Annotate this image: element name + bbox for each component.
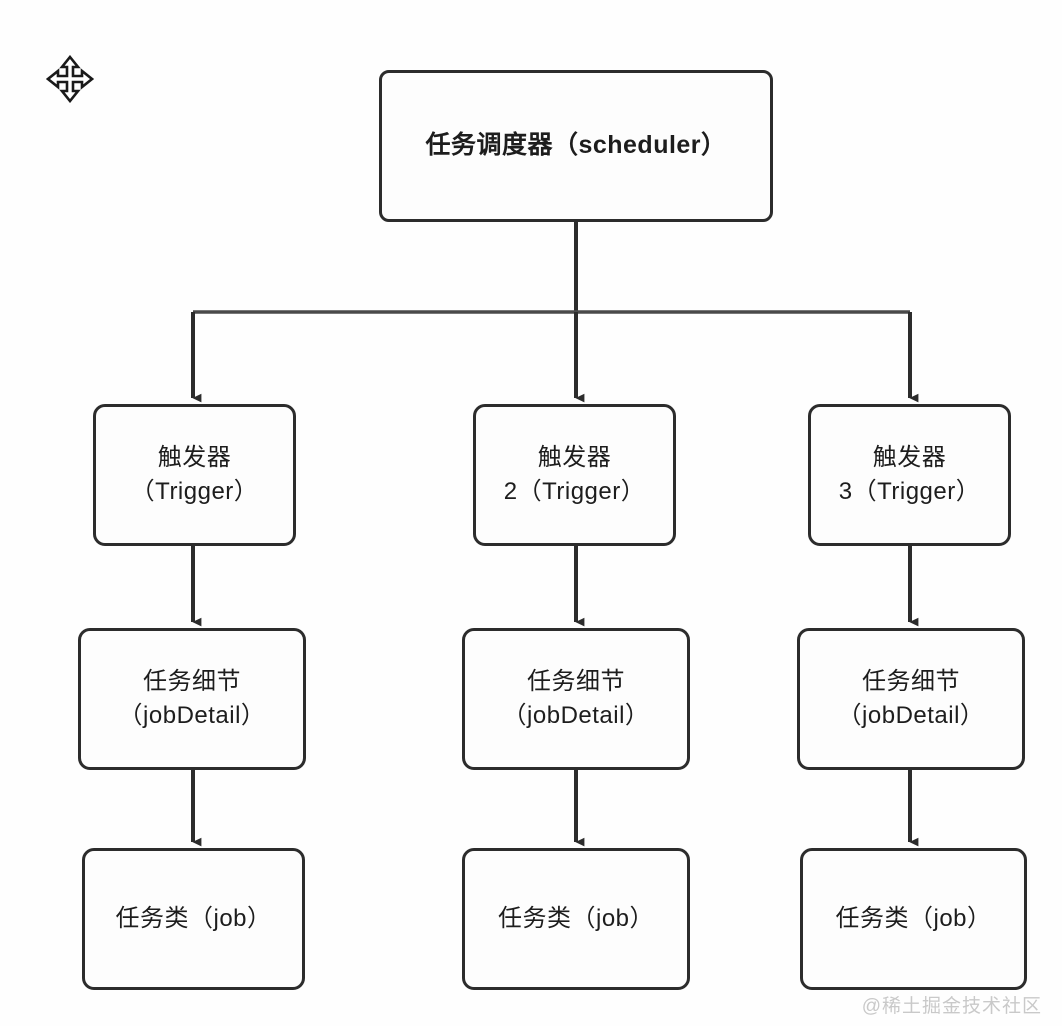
node-jobdetail-3-label: 任务细节 （jobDetail） — [837, 667, 985, 729]
node-trigger-1[interactable]: 触发器 （Trigger） — [93, 404, 296, 546]
node-scheduler-label: 任务调度器（scheduler） — [425, 131, 727, 160]
node-jobdetail-1[interactable]: 任务细节 （jobDetail） — [78, 628, 306, 770]
node-jobdetail-2-label: 任务细节 （jobDetail） — [502, 667, 650, 729]
node-job-1[interactable]: 任务类（job） — [82, 848, 305, 990]
node-job-2[interactable]: 任务类（job） — [462, 848, 690, 990]
node-trigger-3[interactable]: 触发器 3（Trigger） — [808, 404, 1011, 546]
node-trigger-2[interactable]: 触发器 2（Trigger） — [473, 404, 676, 546]
node-trigger-3-label: 触发器 3（Trigger） — [838, 443, 981, 505]
watermark: @稀土掘金技术社区 — [861, 996, 1042, 1017]
node-jobdetail-3[interactable]: 任务细节 （jobDetail） — [797, 628, 1025, 770]
node-trigger-2-label: 触发器 2（Trigger） — [503, 443, 646, 505]
node-jobdetail-2[interactable]: 任务细节 （jobDetail） — [462, 628, 690, 770]
node-job-3-label: 任务类（job） — [835, 904, 992, 932]
node-job-2-label: 任务类（job） — [497, 904, 655, 932]
move-cursor-icon[interactable] — [46, 55, 94, 103]
node-scheduler[interactable]: 任务调度器（scheduler） — [379, 70, 773, 222]
node-trigger-1-label: 触发器 （Trigger） — [130, 443, 259, 505]
node-jobdetail-1-label: 任务细节 （jobDetail） — [118, 667, 266, 729]
node-job-3[interactable]: 任务类（job） — [800, 848, 1027, 990]
node-job-1-label: 任务类（job） — [115, 904, 272, 932]
